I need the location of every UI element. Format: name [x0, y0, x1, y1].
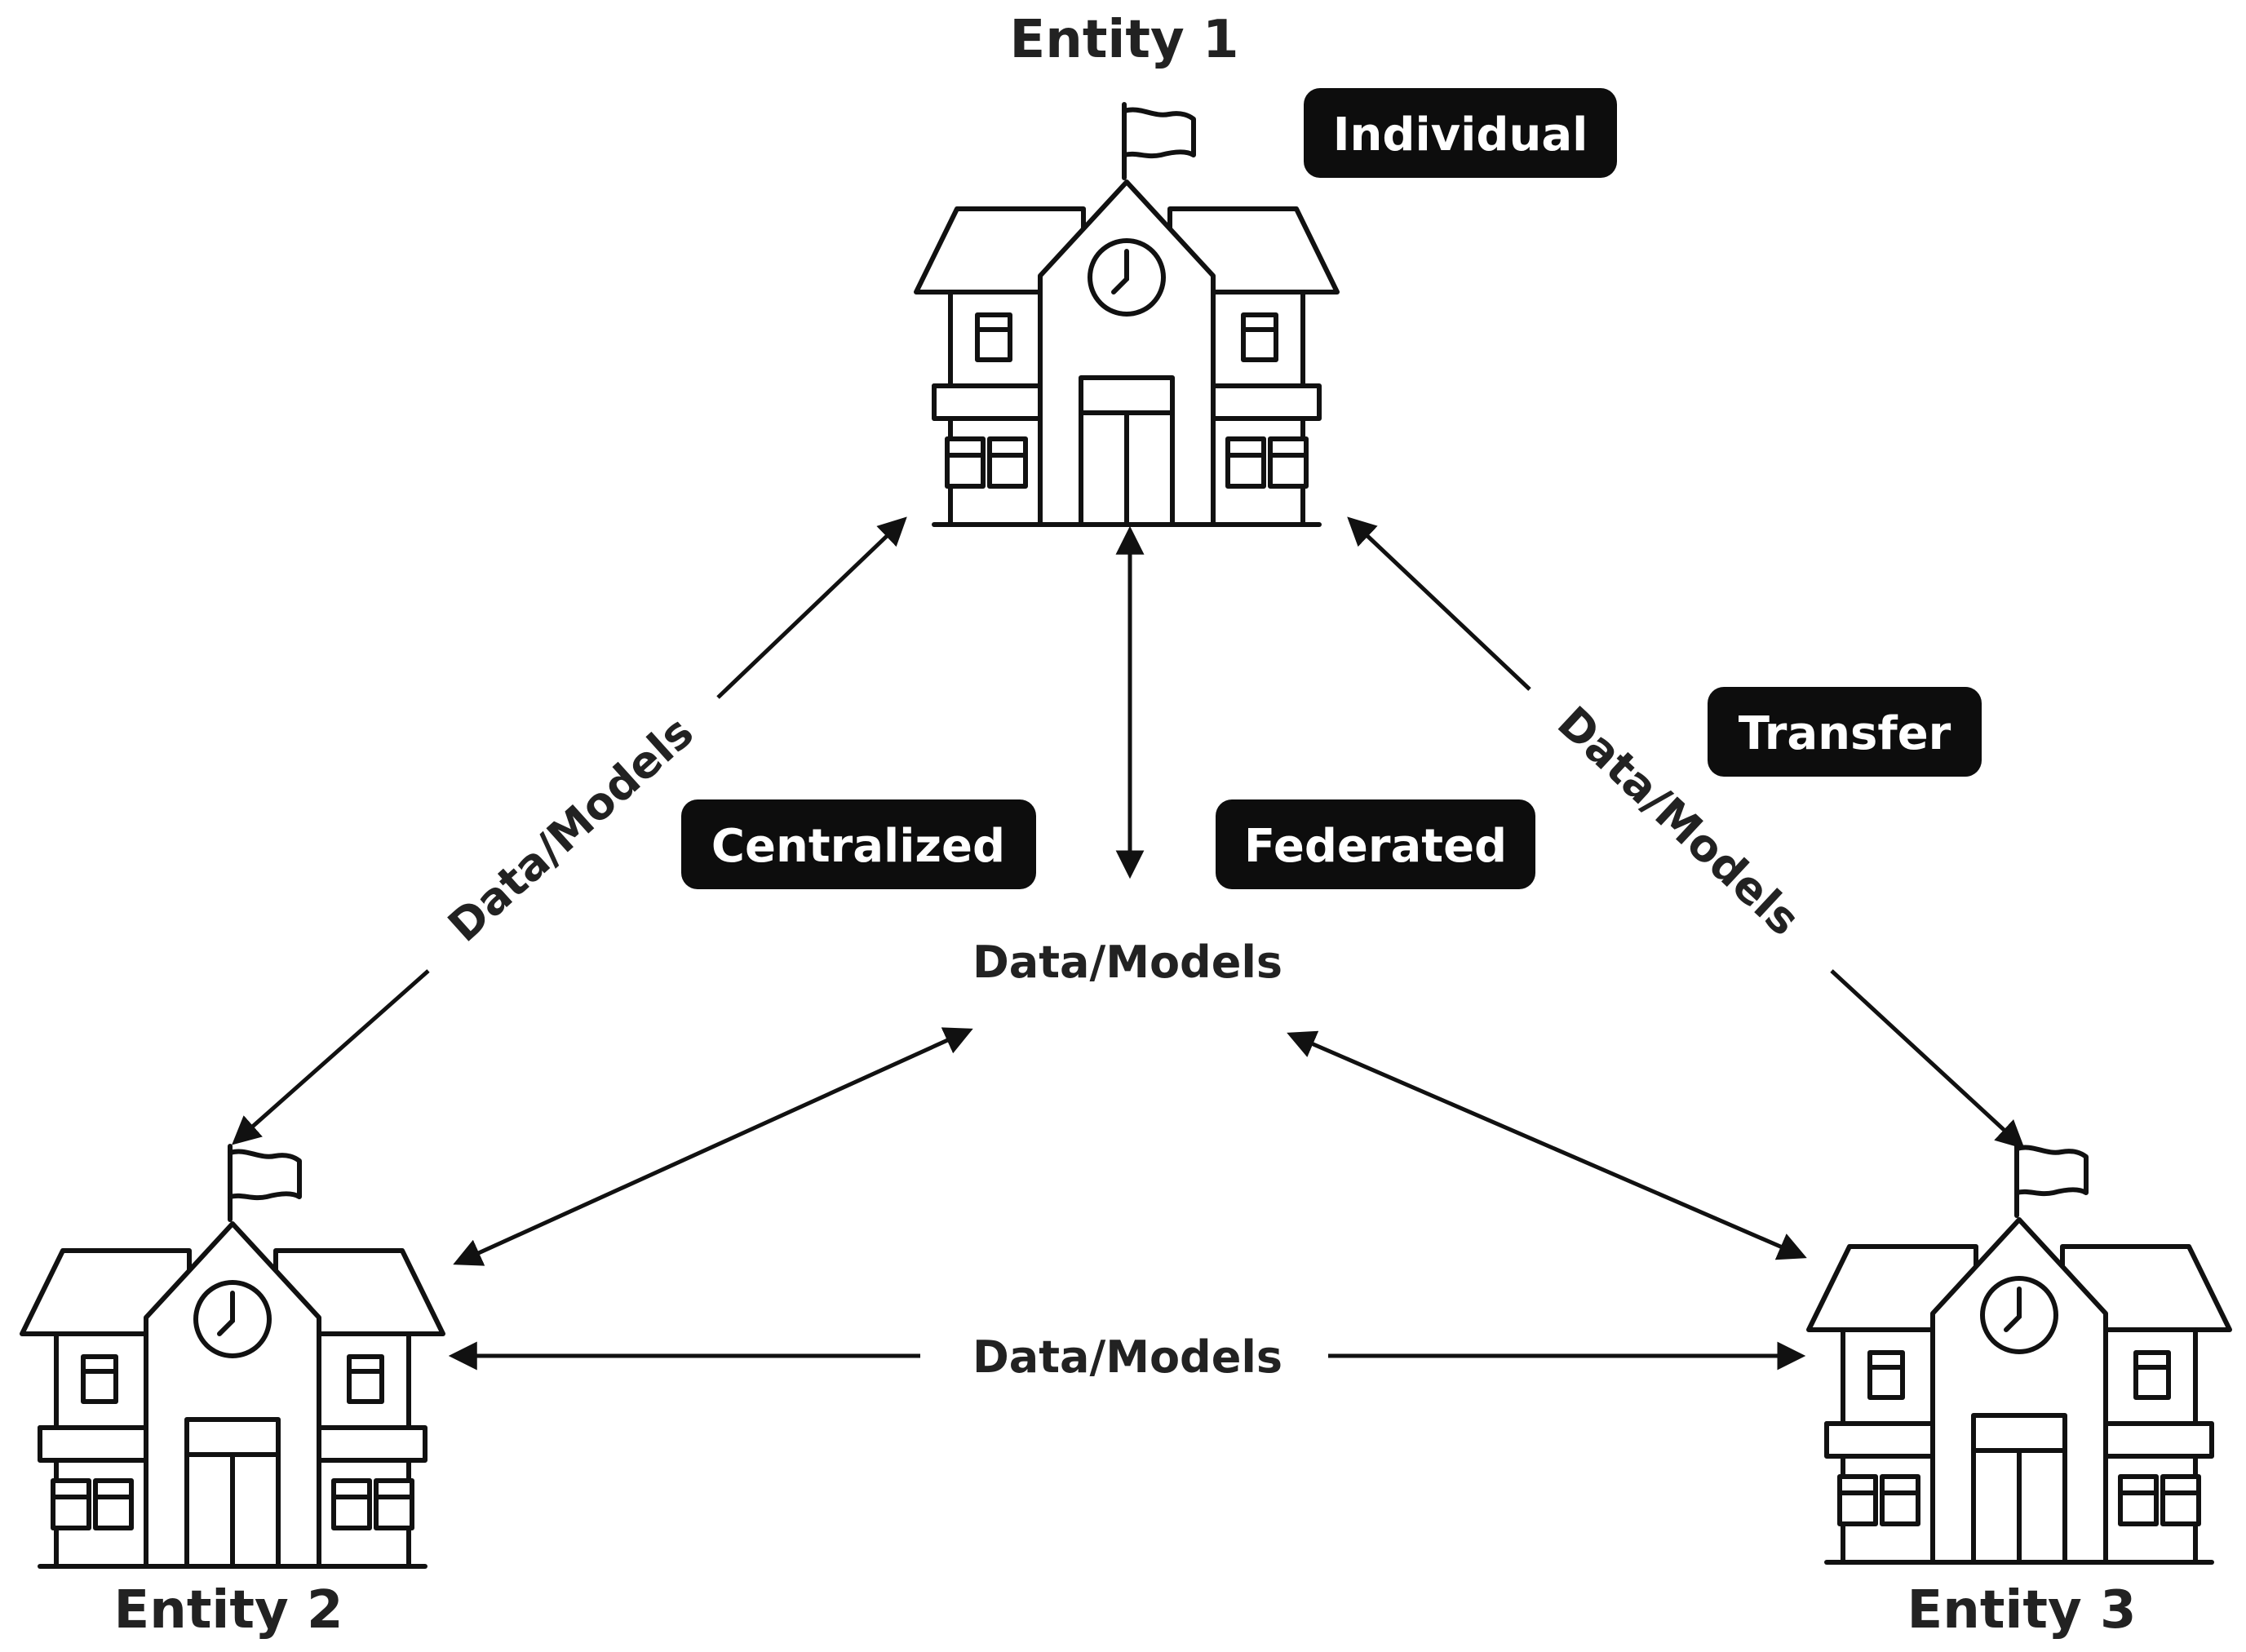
- centralized-badge: Centralized: [681, 799, 1036, 889]
- transfer-badge-label: Transfer: [1739, 707, 1951, 760]
- entity2-building-icon: [22, 1146, 443, 1566]
- individual-badge-label: Individual: [1333, 109, 1588, 162]
- entity1-building-icon: [916, 104, 1337, 525]
- individual-badge: Individual: [1304, 88, 1617, 178]
- center-left-arrow: [453, 1027, 973, 1266]
- federated-badge-label: Federated: [1244, 820, 1507, 873]
- entity2-label: Entity 2: [114, 1580, 343, 1641]
- left-edge-arrow-lower: [232, 969, 430, 1145]
- entity3-building-icon: [1809, 1142, 2230, 1562]
- federated-badge: Federated: [1216, 799, 1535, 889]
- left-edge-arrow-upper: [716, 516, 907, 699]
- entity3-label: Entity 3: [1907, 1580, 2137, 1641]
- center-right-arrow: [1287, 1030, 1807, 1260]
- bottom-edge-label: Data/Models: [972, 1331, 1282, 1383]
- centralized-badge-label: Centralized: [711, 820, 1005, 873]
- center-label: Data/Models: [972, 937, 1282, 988]
- entity1-label: Entity 1: [1010, 10, 1239, 70]
- transfer-badge: Transfer: [1708, 687, 1982, 777]
- right-edge-arrow-upper: [1347, 516, 1531, 691]
- left-edge-label: Data/Models: [438, 706, 703, 952]
- right-edge-arrow-lower: [1830, 969, 2025, 1149]
